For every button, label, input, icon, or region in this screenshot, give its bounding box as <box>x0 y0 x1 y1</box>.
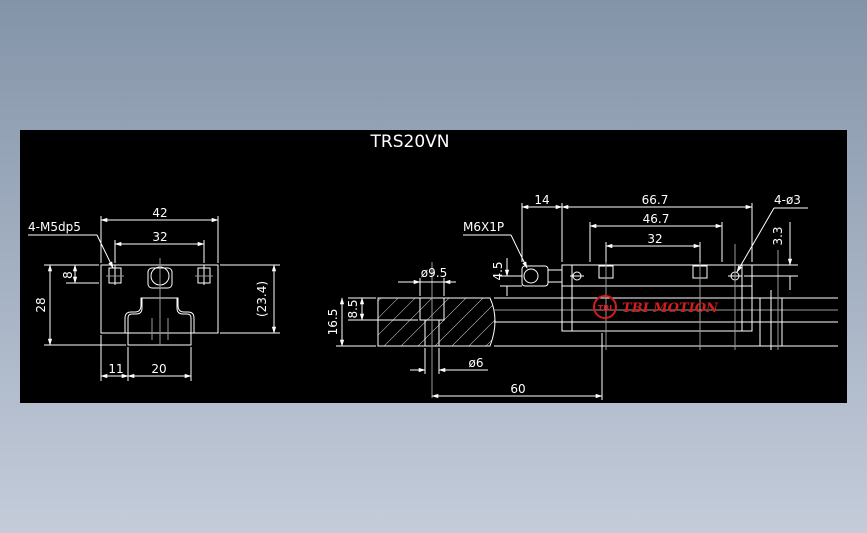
dim-66-7: 66.7 <box>642 193 669 207</box>
note-grease: M6X1P <box>463 220 504 234</box>
cad-viewport[interactable]: TRS20VN 42 32 <box>20 130 847 403</box>
dim-23-4: (23.4) <box>255 281 269 317</box>
slider-block <box>561 264 753 332</box>
rail-profile <box>127 297 192 346</box>
dim-28: 28 <box>34 297 48 312</box>
dim-9-5: ø9.5 <box>421 266 447 280</box>
dim-14: 14 <box>534 193 549 207</box>
side-view: TBI TBI MOTION 14 66.7 46.7 32 4-ø3 <box>326 193 838 400</box>
tapped-hole-left <box>106 265 124 285</box>
front-view: 42 32 4-M5dp5 8 28 (23.4) 11 20 <box>28 206 280 381</box>
dim-4-5: 4.5 <box>491 261 505 280</box>
tapped-hole-right <box>195 265 213 285</box>
dim-11: 11 <box>108 362 123 376</box>
dim-32-front: 32 <box>152 230 167 244</box>
logo-text: TBI MOTION <box>622 301 719 316</box>
dim-3-3: 3.3 <box>771 226 785 245</box>
dim-8-5: 8.5 <box>346 299 360 318</box>
technical-drawing: TRS20VN 42 32 <box>28 132 838 400</box>
dim-42: 42 <box>152 206 167 220</box>
block-holes <box>570 244 742 350</box>
dim-20: 20 <box>151 362 166 376</box>
grease-nipple <box>521 265 562 287</box>
rail-section <box>377 262 496 398</box>
dim-46-7: 46.7 <box>643 212 670 226</box>
dim-6: ø6 <box>469 356 484 370</box>
tbi-logo: TBI TBI MOTION <box>593 295 719 319</box>
dim-16-5: 16.5 <box>326 309 340 336</box>
block-outline <box>100 264 219 334</box>
dim-8: 8 <box>61 271 75 279</box>
drawing-title: TRS20VN <box>370 132 450 152</box>
note-thread: 4-M5dp5 <box>28 220 81 234</box>
dim-32-side: 32 <box>647 232 662 246</box>
dim-60: 60 <box>510 382 525 396</box>
logo-badge: TBI <box>598 304 613 313</box>
note-holes: 4-ø3 <box>774 193 801 207</box>
